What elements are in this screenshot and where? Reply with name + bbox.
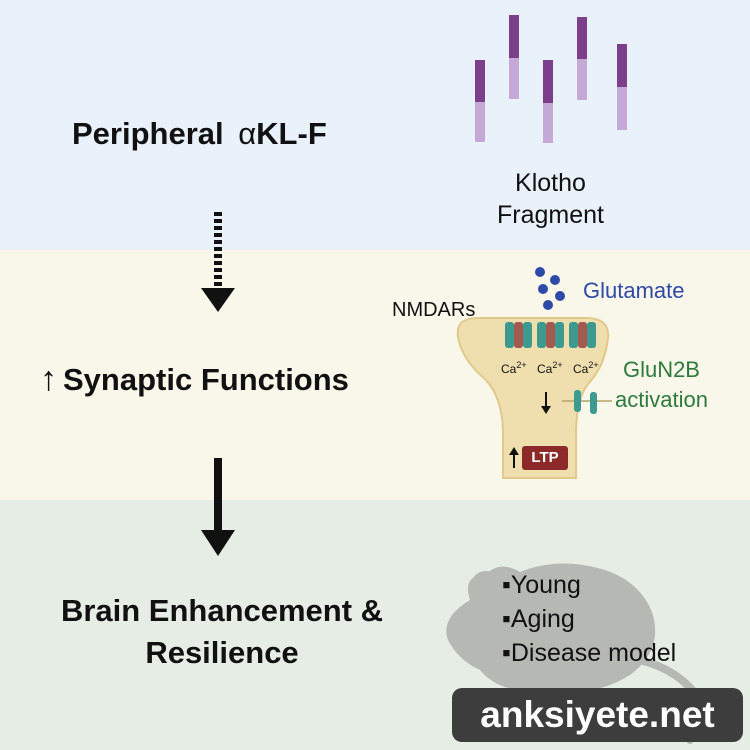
fragment-2-dark — [509, 15, 519, 58]
ltp-up-arrow-icon — [509, 447, 519, 468]
watermark-badge: anksiyete.net — [452, 688, 743, 742]
nmdars-label: NMDARs — [392, 299, 476, 321]
glun2b-receptor-icon — [562, 390, 612, 414]
fragment-1-dark — [475, 60, 485, 102]
glun2b-activation-label: GluN2B activation — [615, 355, 708, 415]
klf-text: KL-F — [256, 116, 327, 151]
ca-charge-2: 2+ — [552, 360, 563, 370]
down-arrow-icon — [541, 392, 551, 414]
dendritic-spine-icon — [456, 317, 610, 479]
solid-arrow-icon — [201, 458, 235, 556]
ca-text-3: Ca — [573, 362, 589, 376]
model-list: ▪Young ▪Aging ▪Disease model — [502, 568, 676, 670]
synaptic-band — [0, 250, 750, 500]
peripheral-label: Peripheral αKL-F — [72, 116, 327, 152]
klotho-line2: Fragment — [497, 201, 604, 229]
fragment-5-dark — [617, 44, 627, 87]
glun2b-line1: GluN2B — [622, 357, 700, 382]
ltp-box — [522, 446, 568, 470]
glun2b-line2: activation — [615, 387, 708, 412]
fragment-4-light — [577, 59, 587, 100]
glutamate-label: Glutamate — [583, 278, 685, 303]
fragment-2-light — [509, 58, 519, 99]
calcium-label-3: Ca2+ — [573, 360, 599, 376]
ca-charge-1: 2+ — [516, 360, 527, 370]
alpha-symbol: α — [238, 116, 257, 151]
brain-enhancement-label: Brain Enhancement & Resilience — [22, 590, 422, 674]
fragment-5-light — [617, 87, 627, 130]
glutamate-molecules-icon — [535, 267, 565, 310]
fragment-3-dark — [543, 60, 553, 103]
fragment-1-light — [475, 102, 485, 142]
ca-text-1: Ca — [501, 362, 517, 376]
dashed-arrow-icon — [201, 212, 235, 312]
klotho-line1: Klotho — [515, 169, 586, 197]
calcium-label-2: Ca2+ — [537, 360, 563, 376]
peripheral-text: Peripheral — [72, 116, 224, 151]
calcium-label-1: Ca2+ — [501, 360, 527, 376]
nmda-receptors-icon — [505, 322, 596, 348]
up-arrow-icon: ↑ — [40, 360, 57, 398]
fragment-3-light — [543, 103, 553, 143]
ca-charge-3: 2+ — [588, 360, 599, 370]
ca-text-2: Ca — [537, 362, 553, 376]
brain-line2: Resilience — [145, 635, 299, 670]
ltp-label: LTP — [531, 449, 559, 466]
model-item-disease: ▪Disease model — [502, 639, 677, 667]
brain-line1: Brain Enhancement & — [60, 593, 384, 628]
klotho-fragments-icon — [475, 15, 627, 143]
model-item-aging: ▪Aging — [502, 605, 575, 633]
fragment-4-dark — [577, 17, 587, 59]
synaptic-functions-label: ↑Synaptic Functions — [40, 360, 349, 399]
model-item-young: ▪Young — [502, 571, 581, 599]
klotho-fragment-label: Klotho Fragment — [478, 167, 623, 231]
synaptic-text: Synaptic Functions — [63, 362, 349, 397]
